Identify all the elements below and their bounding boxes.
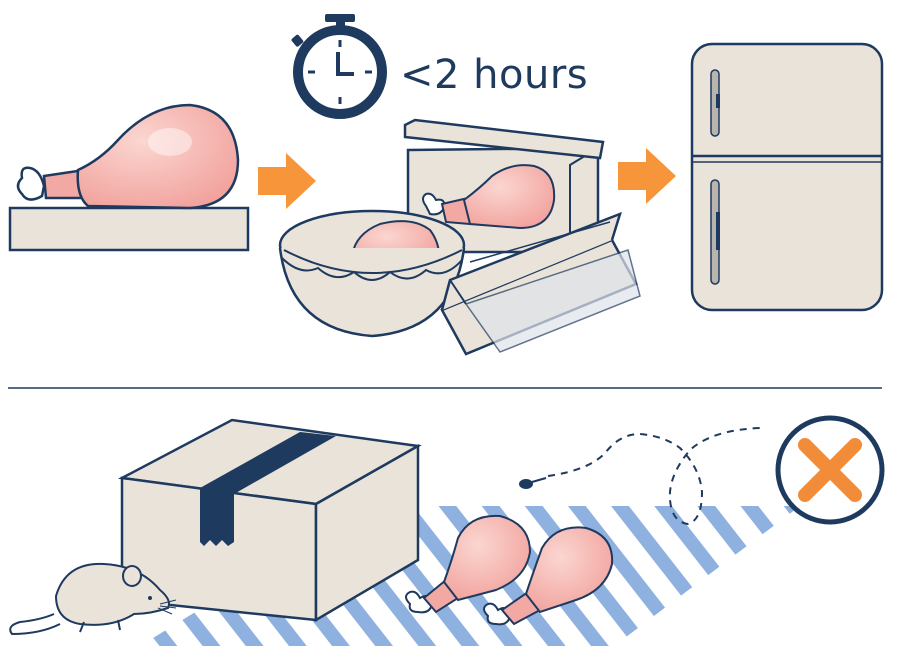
container-lid — [403, 118, 605, 160]
stopwatch-icon — [291, 14, 387, 119]
drumstick-in-container — [422, 164, 556, 230]
drumstick-on-mat-1 — [405, 514, 532, 614]
bowl-with-drumstick — [278, 209, 466, 338]
cutting-board-with-drumstick — [8, 103, 250, 252]
packing-tape — [200, 432, 336, 494]
plastic-wrap-box — [440, 211, 641, 356]
mouse — [9, 562, 177, 636]
cardboard-box — [117, 418, 422, 623]
time-limit-label: <2 hours — [400, 52, 589, 98]
arrow-right-icon — [258, 153, 316, 209]
arrow-right-icon — [618, 148, 676, 204]
x-mark-icon — [775, 415, 885, 525]
drumstick-large — [16, 103, 240, 210]
fly-path — [547, 427, 761, 526]
cutting-board — [8, 206, 250, 252]
storage-container — [403, 118, 605, 254]
refrigerator-icon — [690, 42, 884, 312]
drumstick-on-mat-2 — [483, 526, 614, 626]
fly — [519, 427, 761, 526]
